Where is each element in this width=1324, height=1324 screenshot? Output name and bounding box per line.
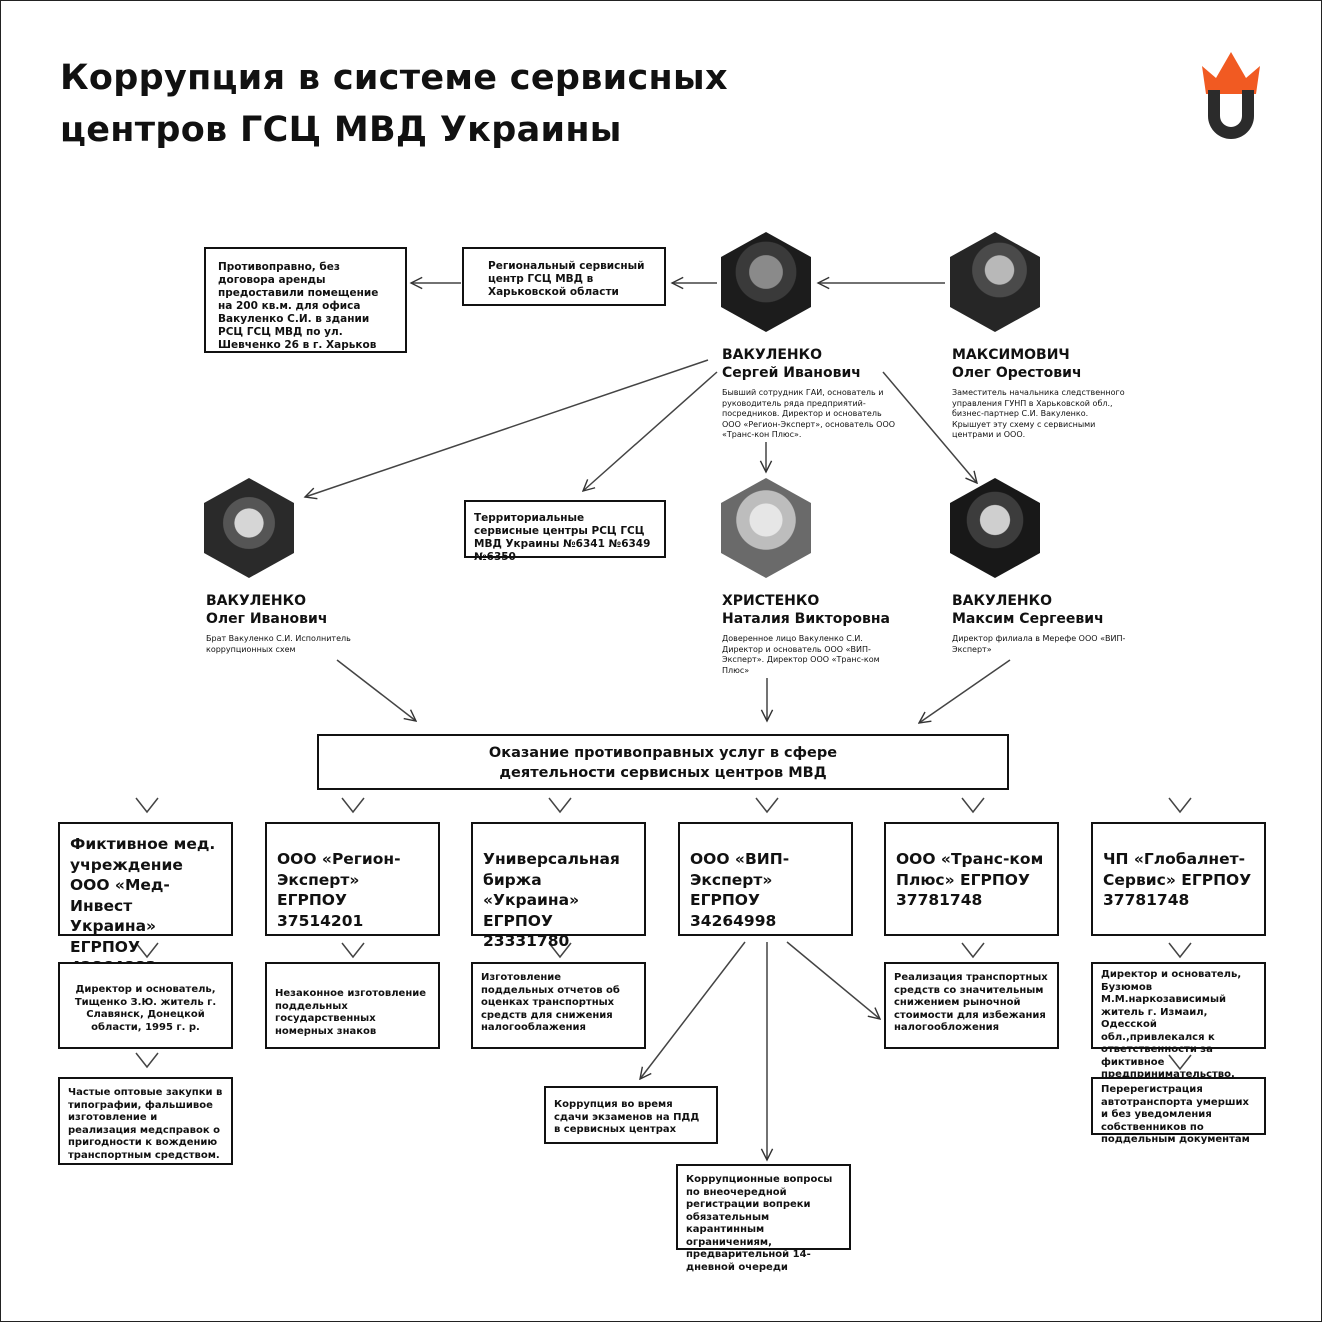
territorial-centers-box: Территориальные сервисные центры РСЦ ГСЦ… xyxy=(464,500,666,563)
person-surname: ХРИСТЕНКО xyxy=(722,593,820,609)
u-letter-shape xyxy=(1208,90,1254,139)
global-director-box: Директор и основатель, Бузюмов М.М.нарко… xyxy=(1091,962,1266,1080)
chevron-down-icons xyxy=(135,797,1192,1071)
person-description: Директор филиала в Мерефе ООО «ВИП-Экспе… xyxy=(952,634,1126,654)
chevron-down-icon xyxy=(548,797,572,814)
chevron-down-icon xyxy=(135,797,159,814)
person-surname: ВАКУЛЕНКО xyxy=(722,347,822,363)
main-service-text: Оказание противоправных услуг в сфере де… xyxy=(488,745,838,781)
chevron-down-icon xyxy=(341,942,365,959)
person-surname: МАКСИМОВИЧ xyxy=(952,347,1070,363)
company-globalnet-service: ЧП «Глобалнет-Сервис» ЕГРПОУ 37781748 xyxy=(1091,822,1266,936)
page-title: Коррупция в системе сервисных центров ГС… xyxy=(60,52,728,156)
person-description: Заместитель начальника следственного упр… xyxy=(952,388,1125,439)
person-surname: ВАКУЛЕНКО xyxy=(952,593,1052,609)
chevron-down-icon xyxy=(135,1052,159,1069)
chevron-down-icon xyxy=(755,797,779,814)
birzha-activity-box: Изготовление поддельных отчетов об оценк… xyxy=(471,962,646,1049)
person-description: Бывший сотрудник ГАИ, основатель и руков… xyxy=(722,388,896,439)
person-vakulenko-sergey: ВАКУЛЕНКО Сергей Иванович Бывший сотрудн… xyxy=(722,346,902,441)
person-description: Брат Вакуленко С.И. Исполнитель коррупци… xyxy=(206,634,351,654)
chevron-down-icon xyxy=(1168,942,1192,959)
person-given-name: Максим Сергеевич xyxy=(952,611,1104,627)
person-khristenko-natalia: ХРИСТЕНКО Наталия Викторовна Доверенное … xyxy=(722,592,902,676)
person-given-name: Сергей Иванович xyxy=(722,365,861,381)
arrow-maksim-to-service xyxy=(919,659,1011,723)
main-service-box: Оказание противоправных услуг в сфере де… xyxy=(317,734,1009,790)
global-activity-box: Перерегистрация автотранспорта умерших и… xyxy=(1091,1077,1266,1145)
u-crown-logo-icon xyxy=(1202,52,1260,139)
med-director-box: Директор и основатель, Тищенко З.Ю. жите… xyxy=(58,962,233,1049)
company-birzha-ukraina: Универсальная биржа «Украина» ЕГРПОУ 233… xyxy=(471,822,646,950)
chevron-down-icon xyxy=(135,942,159,959)
company-region-expert: ООО «Регион-Эксперт» ЕГРПОУ 37514201 xyxy=(265,822,440,936)
trans-activity-box: Реализация транспортных средств со значи… xyxy=(884,962,1059,1049)
company-vip-expert: ООО «ВИП-Эксперт» ЕГРПОУ 34264998 xyxy=(678,822,853,936)
person-surname: ВАКУЛЕНКО xyxy=(206,593,306,609)
person-vakulenko-oleg: ВАКУЛЕНКО Олег Иванович Брат Вакуленко С… xyxy=(206,592,386,655)
arrow-vakulenko-to-territorial xyxy=(583,371,718,491)
title-line-2: центров ГСЦ МВД Украины xyxy=(60,110,622,150)
person-given-name: Олег Иванович xyxy=(206,611,328,627)
chevron-down-icon xyxy=(341,797,365,814)
company-trans-kom-plus: ООО «Транс-ком Плюс» ЕГРПОУ 37781748 xyxy=(884,822,1059,936)
vip-exams-box: Коррупция во время сдачи экзаменов на ПД… xyxy=(544,1086,718,1144)
company-med-invest: Фиктивное мед. учреждение ООО «Мед-Инвес… xyxy=(58,822,233,976)
regional-center-box: Региональный сервисный центр ГСЦ МВД в Х… xyxy=(462,247,666,306)
person-description: Доверенное лицо Вакуленко С.И. Директор … xyxy=(722,634,880,675)
crown-shape xyxy=(1202,52,1260,94)
person-given-name: Олег Орестович xyxy=(952,365,1082,381)
illegal-premises-box: Противоправно, без договора аренды предо… xyxy=(204,247,407,353)
vip-registration-box: Коррупционные вопросы по внеочередной ре… xyxy=(676,1164,851,1273)
person-vakulenko-maksim: ВАКУЛЕНКО Максим Сергеевич Директор фили… xyxy=(952,592,1132,655)
title-line-1: Коррупция в системе сервисных xyxy=(60,58,728,98)
chevron-down-icon xyxy=(961,942,985,959)
chevron-down-icon xyxy=(961,797,985,814)
chevron-down-icon xyxy=(548,942,572,959)
arrow-vip-to-exams xyxy=(640,941,746,1079)
region-activity-box: Незаконное изготовление поддельных госуд… xyxy=(265,962,440,1049)
chevron-down-icon xyxy=(1168,797,1192,814)
arrow-vakulenko-to-maksim xyxy=(882,371,977,483)
arrow-vakulenko-to-oleg xyxy=(305,359,709,497)
person-given-name: Наталия Викторовна xyxy=(722,611,890,627)
med-activity-box: Частые оптовые закупки в типографии, фал… xyxy=(58,1077,233,1165)
arrow-vip-to-trans-activity xyxy=(786,941,880,1019)
arrow-oleg-to-service xyxy=(336,659,416,721)
chevron-down-icon xyxy=(1168,1054,1192,1071)
person-maksimovich-oleg: МАКСИМОВИЧ Олег Орестович Заместитель на… xyxy=(952,346,1128,441)
